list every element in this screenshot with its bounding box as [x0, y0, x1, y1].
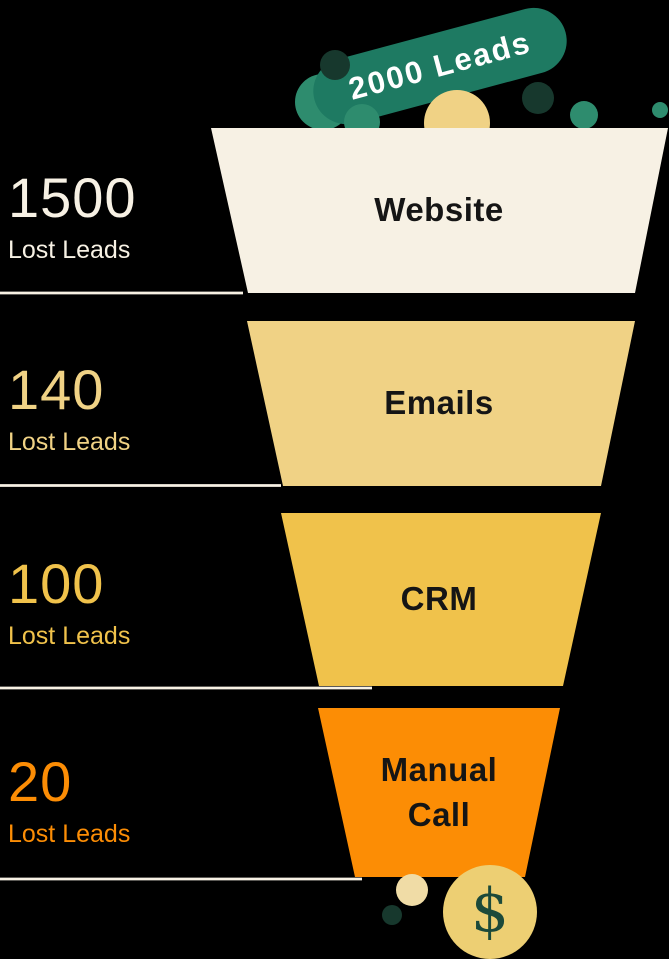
dark-green-circle-decor [320, 50, 350, 80]
dark-green-dot-decor [382, 905, 402, 925]
lost-leads-value-website: 1500 [8, 166, 137, 229]
funnel-stages [211, 128, 668, 877]
teal-dot-decor [652, 102, 668, 118]
lost-leads-value-manual-call: 20 [8, 750, 73, 813]
stage-label-crm: CRM [400, 580, 478, 617]
lost-leads-value-emails: 140 [8, 358, 105, 421]
stage-label-manual-call: Manual Call [380, 751, 498, 833]
pale-gold-circle-decor [396, 874, 428, 906]
dollar-icon: $ [470, 876, 510, 946]
funnel-stage-emails [247, 321, 635, 486]
lost-leads-caption-manual-call: Lost Leads [8, 820, 131, 848]
teal-circle-decor [570, 101, 598, 129]
funnel-stage-manual-call [318, 708, 560, 877]
dollar-coin [443, 865, 537, 959]
lost-leads-caption-website: Lost Leads [8, 236, 131, 264]
leads-pill [313, 7, 567, 125]
stage-label-website: Website [374, 191, 504, 228]
lost-leads-value-crm: 100 [8, 552, 105, 615]
dark-green-circle-decor [522, 82, 554, 114]
leads-pill-shape [313, 7, 567, 125]
lost-leads-caption-crm: Lost Leads [8, 622, 131, 650]
stage-label-emails: Emails [384, 384, 494, 421]
lost-leads-caption-emails: Lost Leads [8, 428, 131, 456]
funnel-stage-crm [281, 513, 601, 686]
separator-lines [0, 291, 372, 881]
funnel-stage-website [211, 128, 668, 293]
bottom-decoration [382, 865, 537, 959]
